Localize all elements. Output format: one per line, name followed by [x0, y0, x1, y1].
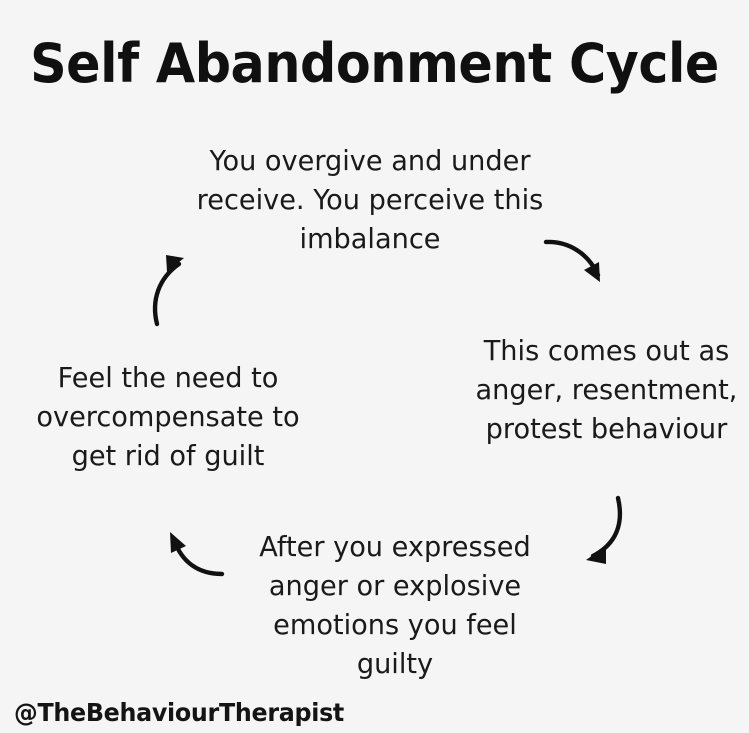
page-title: Self Abandonment Cycle [30, 32, 719, 95]
cycle-step-anger: This comes out as anger, resentment, pro… [475, 334, 738, 445]
author-handle: @TheBehaviourTherapist [14, 698, 344, 727]
arrow-up-left-icon [152, 520, 237, 595]
cycle-step-guilt: After you expressed anger or explosive e… [259, 530, 531, 680]
arrow-up-right-icon [135, 248, 205, 338]
cycle-step-overcompensate: Feel the need to overcompensate to get r… [36, 361, 300, 472]
arrow-down-left-icon [568, 488, 643, 583]
cycle-step-overgive: You overgive and under receive. You perc… [196, 144, 544, 255]
